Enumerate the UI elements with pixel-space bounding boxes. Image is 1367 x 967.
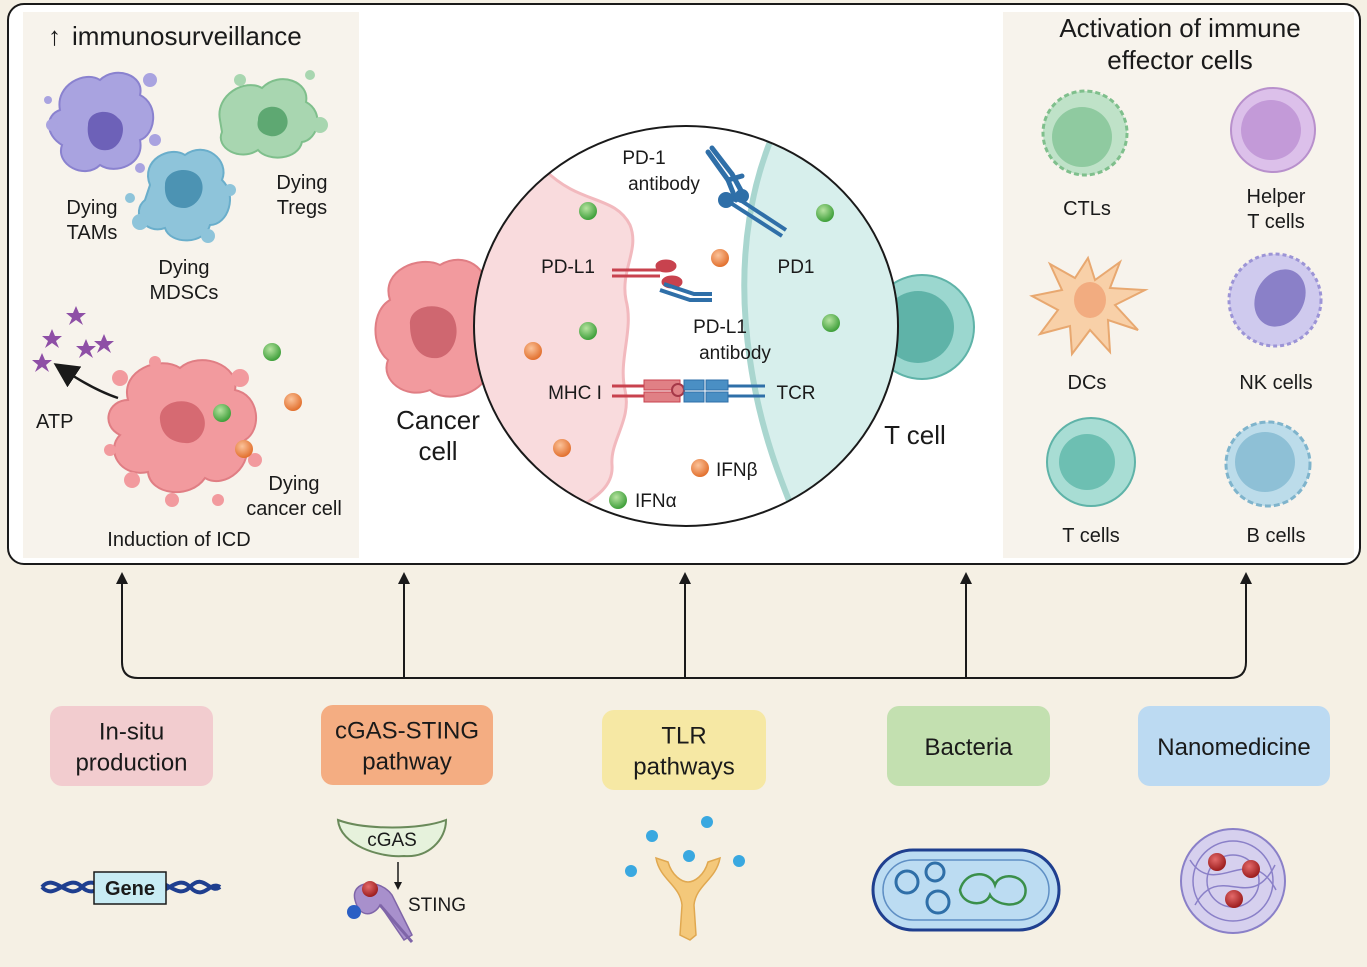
pd1-antibody-label-2: antibody xyxy=(628,174,700,195)
source-box: Nanomedicine xyxy=(1138,706,1330,786)
dendritic-cell-icon xyxy=(1029,255,1149,357)
left-panel-title: immunosurveillance xyxy=(72,21,302,51)
pd1-antibody-label-1: PD-1 xyxy=(622,148,665,169)
ifn-beta-dot xyxy=(235,440,253,458)
helper-label-1: Helper xyxy=(1247,186,1306,208)
right-panel-title-2: effector cells xyxy=(1107,45,1252,75)
source-box-label: production xyxy=(75,750,187,777)
dying-tregs-cell xyxy=(218,70,328,159)
tcells-label: T cells xyxy=(1062,525,1119,547)
source-box-bg xyxy=(50,706,213,786)
ifn-alpha-dot xyxy=(822,314,840,332)
ctl-cell-icon xyxy=(1041,89,1129,177)
dying-cancer-cell xyxy=(104,356,262,507)
dying-tams-label-2: TAMs xyxy=(67,222,118,244)
pdl1-receptor-icon xyxy=(612,259,683,289)
ifn-beta-dot xyxy=(553,439,571,457)
cancer-cell-label-1: Cancer xyxy=(396,405,480,435)
cgas-label: cGAS xyxy=(367,830,417,851)
sting-label: STING xyxy=(408,895,466,916)
ifnb-label: IFNβ xyxy=(716,460,758,481)
helper-t-cell-icon xyxy=(1230,87,1316,173)
ifn-beta-dot xyxy=(284,393,302,411)
dying-tams-cell xyxy=(44,71,161,173)
pdl1-antibody-label-1: PD-L1 xyxy=(693,317,747,338)
ifn-alpha-legend-dot xyxy=(609,491,627,509)
arrow-heads xyxy=(116,572,1252,584)
ifn-alpha-dot xyxy=(579,202,597,220)
cgas-sting-icon xyxy=(336,818,448,943)
source-box-label: Nanomedicine xyxy=(1157,734,1310,761)
cancer-cell-icon xyxy=(374,258,487,398)
pd1-receptor-icon xyxy=(718,189,788,238)
tcr-label: TCR xyxy=(776,383,815,404)
atp-label: ATP xyxy=(36,411,73,433)
source-box-label: pathways xyxy=(633,754,734,781)
ifn-alpha-dot xyxy=(263,343,281,361)
dying-tregs-label-2: Tregs xyxy=(277,197,327,219)
source-boxes: In-situ production cGAS-STING pathway TLR pat… xyxy=(50,705,1330,790)
mhc-label: MHC I xyxy=(548,383,602,404)
induction-label: Induction of ICD xyxy=(107,529,250,551)
nk-label: NK cells xyxy=(1239,372,1312,394)
source-box-bg xyxy=(887,706,1050,786)
tlr-receptor-icon xyxy=(625,816,745,941)
ifn-beta-dot xyxy=(524,342,542,360)
dying-tams-label-1: Dying xyxy=(66,197,117,219)
up-arrow-icon: ↑ xyxy=(48,21,61,51)
dying-tregs-label-1: Dying xyxy=(276,172,327,194)
ifn-alpha-dot xyxy=(213,404,231,422)
b-cells-icon xyxy=(1224,420,1312,508)
source-box-label: pathway xyxy=(362,749,451,776)
bcells-label: B cells xyxy=(1247,525,1306,547)
connector-arrows xyxy=(121,580,1247,679)
atp-arrow xyxy=(53,363,119,400)
synapse-circle-border xyxy=(473,125,899,527)
t-cell-label: T cell xyxy=(884,420,946,450)
right-panel-title-1: Activation of immune xyxy=(1059,13,1300,43)
source-box-label: Bacteria xyxy=(924,734,1013,761)
bacteria-icon xyxy=(871,848,1061,932)
pd1-label: PD1 xyxy=(778,257,815,278)
source-box-bg xyxy=(1138,706,1330,786)
dying-cancer-label-1: Dying xyxy=(268,473,319,495)
dying-mdscs-cell xyxy=(125,148,236,243)
right-panel: Activation of immune effector cells CTLs… xyxy=(1029,13,1323,547)
ifn-alpha-dot xyxy=(816,204,834,222)
helper-label-2: T cells xyxy=(1247,211,1304,233)
ifn-alpha-dot xyxy=(579,322,597,340)
dcs-label: DCs xyxy=(1068,372,1107,394)
source-box: TLR pathways xyxy=(602,710,766,790)
nk-cell-icon xyxy=(1227,252,1323,348)
pdl1-antibody-label-2: antibody xyxy=(699,343,771,364)
source-box-label: In-situ xyxy=(99,719,164,746)
source-box: In-situ production xyxy=(50,706,213,786)
mhc-tcr-complex xyxy=(612,379,765,403)
gene-label: Gene xyxy=(105,878,155,900)
atp-star-icons xyxy=(32,306,114,372)
source-box-label: TLR xyxy=(661,723,706,750)
cancer-cell-label-2: cell xyxy=(418,436,457,466)
source-box: cGAS-STING pathway xyxy=(321,705,493,785)
ifn-beta-dot xyxy=(711,249,729,267)
dying-cancer-label-2: cancer cell xyxy=(246,498,342,520)
t-cells-icon xyxy=(1046,417,1136,507)
source-box-bg xyxy=(321,705,493,785)
source-box-bg xyxy=(602,710,766,790)
dying-mdscs-label-2: MDSCs xyxy=(150,282,219,304)
ifna-label: IFNα xyxy=(635,491,677,512)
gene-icon xyxy=(40,871,222,905)
nanomedicine-icon xyxy=(1180,828,1286,934)
source-box: Bacteria xyxy=(887,706,1050,786)
pdl1-label: PD-L1 xyxy=(541,257,595,278)
pdl1-antibody-icon xyxy=(659,282,712,302)
ifn-beta-legend-dot xyxy=(691,459,709,477)
ctls-label: CTLs xyxy=(1063,198,1111,220)
source-box-label: cGAS-STING xyxy=(335,718,479,745)
left-panel: ↑ immunosurveillance Dying TAMs Dying Tr… xyxy=(32,21,342,551)
dying-mdscs-label-1: Dying xyxy=(158,257,209,279)
